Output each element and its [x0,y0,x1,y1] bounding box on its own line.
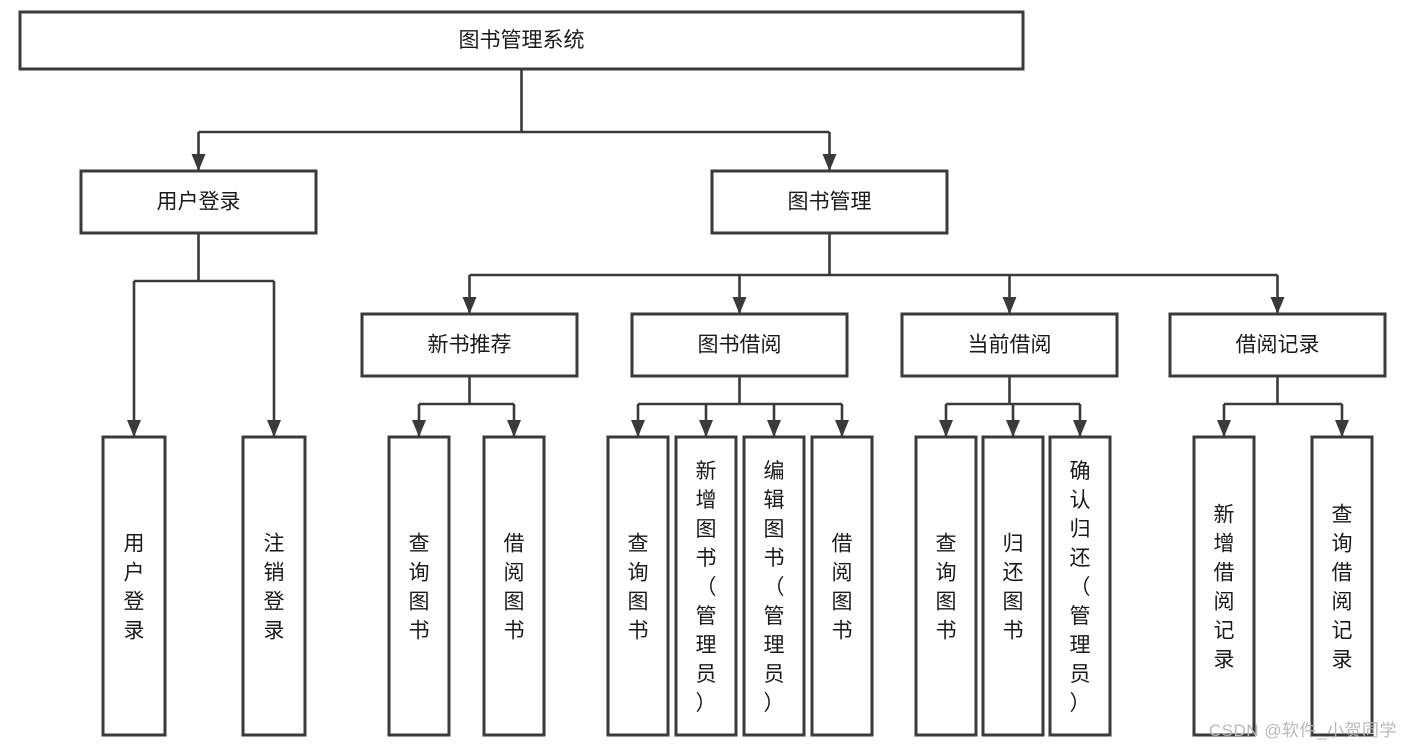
node-leaf-add-record[interactable]: 新增借阅记录 [1192,435,1256,737]
node-new-book-recommend[interactable]: 新书推荐 [360,312,579,378]
node-label-leaf-logout: 注销登录 [264,533,285,643]
node-box-current-borrow[interactable] [900,312,1119,378]
node-label-leaf-return-book: 归还图书 [1003,533,1024,643]
node-leaf-query-book-1[interactable]: 查询图书 [387,435,451,737]
node-book-borrow[interactable]: 图书借阅 [630,312,849,378]
node-label-leaf-edit-book: 编辑图书（管理员） [764,460,785,715]
arrow-head-icon [1270,297,1285,314]
node-user-login[interactable]: 用户登录 [79,169,318,235]
node-layer: 图书管理系统用户登录用户登录注销登录图书管理新书推荐查询图书借阅图书图书借阅查询… [18,10,1387,737]
node-box-root[interactable] [18,10,1025,71]
arrow-head-icon [767,420,781,437]
arrow-head-icon [1006,420,1020,437]
node-box-leaf-edit-book[interactable] [742,435,806,737]
node-box-new-book-recommend[interactable] [360,312,579,378]
arrow-head-icon [631,420,645,437]
node-leaf-user-login[interactable]: 用户登录 [101,435,167,737]
node-leaf-borrow-book-1[interactable]: 借阅图书 [482,435,546,737]
arrow-head-icon [191,154,206,171]
node-leaf-query-book-3[interactable]: 查询图书 [914,435,978,737]
connector-layer [127,69,1349,437]
arrow-head-icon [822,154,837,171]
arrow-head-icon [1217,420,1231,437]
node-current-borrow[interactable]: 当前借阅 [900,312,1119,378]
arrow-head-icon [939,420,953,437]
arrow-head-icon [412,420,426,437]
node-label-leaf-add-record: 新增借阅记录 [1214,504,1235,672]
node-label-new-book-recommend: 新书推荐 [428,334,512,357]
arrow-head-icon [699,420,713,437]
node-box-leaf-query-book-2[interactable] [606,435,670,737]
node-leaf-confirm-return[interactable]: 确认归还（管理员） [1048,435,1112,737]
arrow-head-icon [127,420,141,437]
node-box-leaf-user-login[interactable] [101,435,167,737]
node-label-book-borrow: 图书借阅 [698,334,782,357]
node-box-leaf-add-record[interactable] [1192,435,1256,737]
node-leaf-query-book-2[interactable]: 查询图书 [606,435,670,737]
node-leaf-query-record[interactable]: 查询借阅记录 [1310,435,1374,737]
node-box-user-login[interactable] [79,169,318,235]
node-label-book-management: 图书管理 [788,191,872,214]
node-label-leaf-borrow-book-2: 借阅图书 [832,533,853,643]
arrow-head-icon [1073,420,1087,437]
node-box-leaf-return-book[interactable] [981,435,1045,737]
node-label-leaf-user-login: 用户登录 [124,533,145,643]
node-label-root: 图书管理系统 [459,29,585,52]
node-box-leaf-borrow-book-1[interactable] [482,435,546,737]
node-root[interactable]: 图书管理系统 [18,10,1025,71]
node-label-leaf-add-book: 新增图书（管理员） [696,460,717,715]
arrow-head-icon [1002,297,1017,314]
node-label-leaf-query-record: 查询借阅记录 [1332,504,1353,672]
node-book-management[interactable]: 图书管理 [710,169,949,235]
node-label-leaf-query-book-2: 查询图书 [628,533,649,643]
node-leaf-return-book[interactable]: 归还图书 [981,435,1045,737]
arrow-head-icon [1335,420,1349,437]
node-label-leaf-confirm-return: 确认归还（管理员） [1070,460,1091,715]
arrow-head-icon [462,297,477,314]
node-box-leaf-logout[interactable] [241,435,307,737]
node-label-leaf-query-book-1: 查询图书 [409,533,430,643]
node-leaf-edit-book[interactable]: 编辑图书（管理员） [742,435,806,737]
node-label-current-borrow: 当前借阅 [968,334,1052,357]
arrow-head-icon [267,420,281,437]
node-label-user-login: 用户登录 [157,191,241,214]
node-box-book-management[interactable] [710,169,949,235]
node-box-book-borrow[interactable] [630,312,849,378]
node-borrow-records[interactable]: 借阅记录 [1168,312,1387,378]
arrow-head-icon [507,420,521,437]
node-box-leaf-query-record[interactable] [1310,435,1374,737]
node-label-leaf-borrow-book-1: 借阅图书 [504,533,525,643]
node-box-leaf-borrow-book-2[interactable] [810,435,874,737]
node-box-leaf-confirm-return[interactable] [1048,435,1112,737]
node-box-leaf-add-book[interactable] [674,435,738,737]
node-leaf-logout[interactable]: 注销登录 [241,435,307,737]
arrow-head-icon [835,420,849,437]
arrow-head-icon [732,297,747,314]
node-box-leaf-query-book-3[interactable] [914,435,978,737]
node-box-leaf-query-book-1[interactable] [387,435,451,737]
node-label-leaf-query-book-3: 查询图书 [936,533,957,643]
node-leaf-add-book[interactable]: 新增图书（管理员） [674,435,738,737]
node-box-borrow-records[interactable] [1168,312,1387,378]
node-label-borrow-records: 借阅记录 [1236,334,1320,357]
node-leaf-borrow-book-2[interactable]: 借阅图书 [810,435,874,737]
